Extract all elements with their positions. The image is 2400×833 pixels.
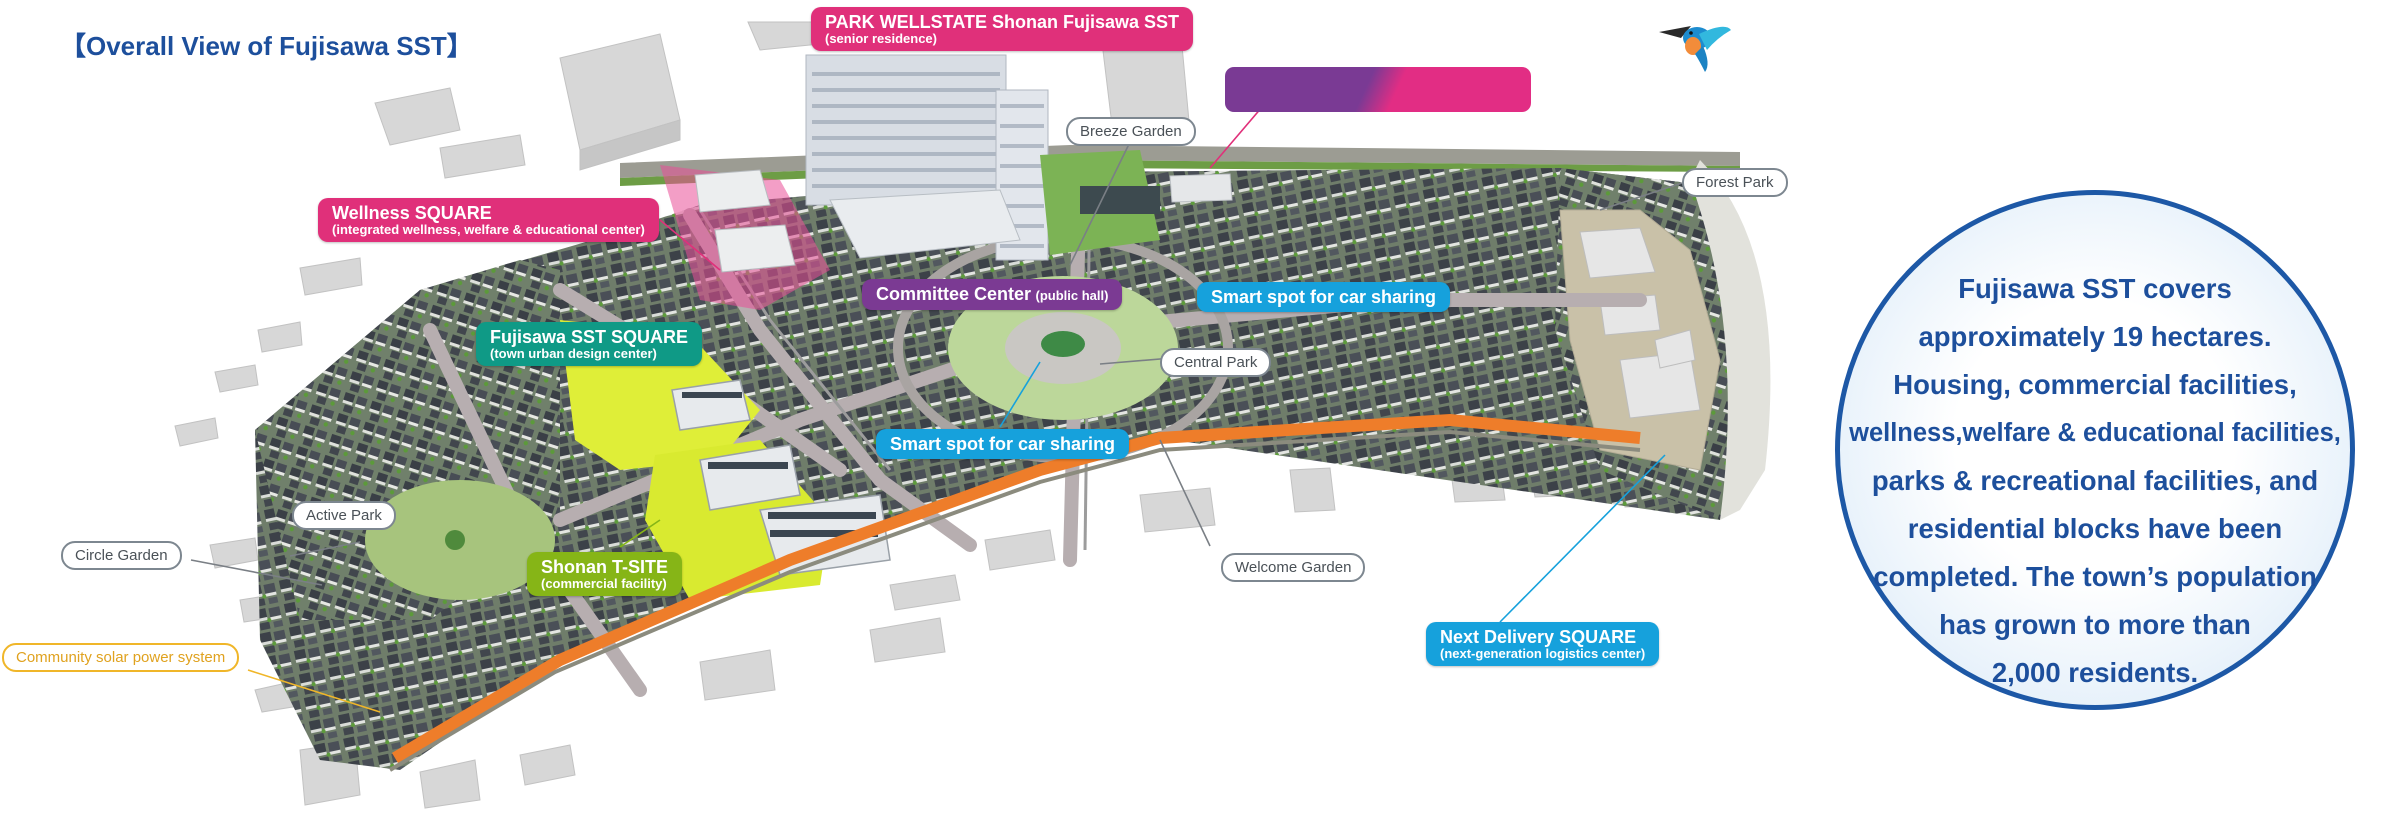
label-community-solar: Community solar power system	[2, 643, 240, 672]
gradient-label-box	[1225, 67, 1531, 112]
label-shonan-tsite: Shonan T-SITE (commercial facility)	[527, 552, 683, 597]
label-smart-spot-1: Smart spot for car sharing	[1197, 282, 1451, 313]
page-title: 【Overall View of Fujisawa SST】	[60, 31, 473, 61]
label-committee-center: Committee Center (public hall)	[862, 279, 1123, 311]
label-active-park: Active Park	[292, 501, 396, 530]
kingfisher-icon	[1659, 26, 1731, 72]
label-wellness-square: Wellness SQUARE (integrated wellness, we…	[318, 198, 659, 243]
label-smart-spot-2: Smart spot for car sharing	[876, 429, 1130, 460]
label-next-delivery-square: Next Delivery SQUARE (next-generation lo…	[1426, 622, 1660, 667]
label-welcome-garden: Welcome Garden	[1221, 553, 1366, 582]
label-park-wellstate: PARK WELLSTATE Shonan Fujisawa SST (seni…	[811, 7, 1194, 52]
label-breeze-garden: Breeze Garden	[1066, 117, 1196, 146]
label-fujisawa-sst-square: Fujisawa SST SQUARE (town urban design c…	[476, 322, 703, 367]
label-forest-park: Forest Park	[1682, 168, 1788, 197]
info-text: Fujisawa SST covers approximately 19 hec…	[1849, 273, 2341, 688]
info-circle: Fujisawa SST covers approximately 19 hec…	[1835, 190, 2355, 710]
label-central-park: Central Park	[1160, 348, 1272, 377]
label-circle-garden: Circle Garden	[61, 541, 182, 570]
